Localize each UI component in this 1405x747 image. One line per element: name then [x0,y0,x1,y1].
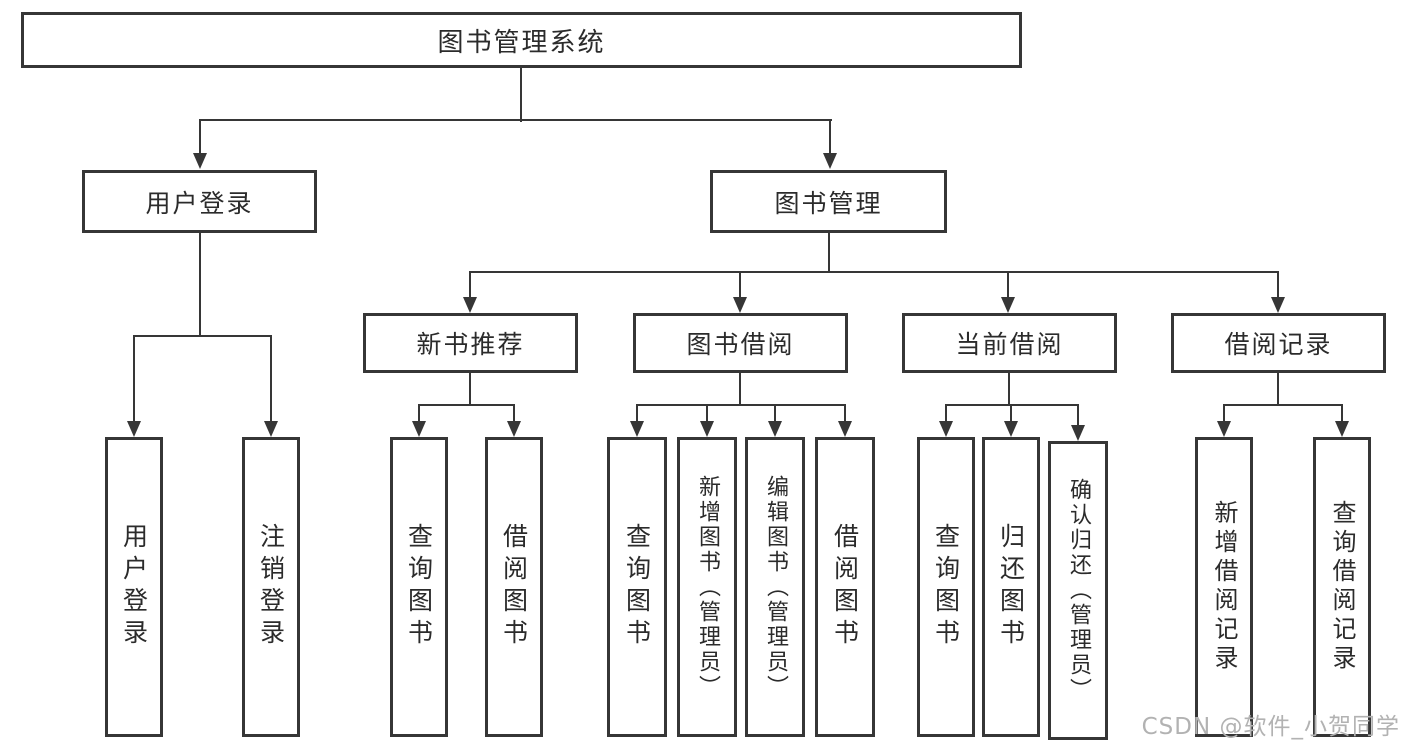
connector-line [945,404,1079,406]
arrow-down-icon [127,421,141,437]
leaf-cb-query-books: 查询图书 [917,437,975,737]
leaf-bb-borrow-books-label: 借阅图书 [830,523,860,651]
leaf-nbr-query-books: 查询图书 [390,437,448,737]
connector-line [739,373,741,406]
node-user-login: 用户登录 [82,170,317,233]
leaf-cb-query-books-label: 查询图书 [931,523,961,651]
arrow-down-icon [507,421,521,437]
connector-line [1277,373,1279,406]
node-book-borrow: 图书借阅 [633,313,848,373]
node-book-borrow-label: 图书借阅 [686,330,795,359]
arrow-down-icon [768,421,782,437]
arrow-down-icon [823,153,837,169]
node-book-management-label: 图书管理 [774,188,883,218]
leaf-bb-edit-books-admin: 编辑图书（管理员） [745,437,805,737]
leaf-br-add-record-label: 新增借阅记录 [1210,500,1238,674]
connector-line [418,404,420,423]
arrow-down-icon [463,297,477,313]
connector-line [520,68,522,122]
leaf-bb-add-books-admin-label: 新增图书（管理员） [695,474,720,700]
connector-line [199,119,832,121]
connector-line [1007,271,1009,299]
connector-line [1341,404,1343,423]
node-new-book-recommend-label: 新书推荐 [416,330,525,359]
leaf-bb-add-books-admin: 新增图书（管理员） [677,437,737,737]
leaf-bb-borrow-books: 借阅图书 [815,437,875,737]
connector-line [636,404,846,406]
connector-line [945,404,947,423]
leaf-nbr-borrow-books-label: 借阅图书 [499,523,529,651]
leaf-user-login-label: 用户登录 [119,523,149,651]
connector-line [1077,404,1079,427]
leaf-cb-confirm-return-admin: 确认归还（管理员） [1048,441,1108,740]
arrow-down-icon [1271,297,1285,313]
leaf-cb-return-books: 归还图书 [982,437,1040,737]
arrow-down-icon [1071,425,1085,441]
leaf-br-query-record-label: 查询借阅记录 [1328,500,1356,674]
arrow-down-icon [412,421,426,437]
connector-line [133,335,135,423]
connector-line [844,404,846,423]
node-new-book-recommend: 新书推荐 [363,313,578,373]
connector-line [199,119,201,155]
leaf-bb-edit-books-admin-label: 编辑图书（管理员） [763,474,788,700]
connector-line [418,404,515,406]
connector-line [1277,271,1279,299]
node-borrow-record: 借阅记录 [1171,313,1386,373]
csdn-watermark: CSDN @软件_小贺同学 [1141,714,1400,740]
connector-line [199,233,201,337]
connector-line [469,271,471,299]
arrow-down-icon [733,297,747,313]
leaf-nbr-borrow-books: 借阅图书 [485,437,543,737]
node-borrow-record-label: 借阅记录 [1224,330,1333,359]
connector-line [270,335,272,423]
node-root-library-system: 图书管理系统 [21,12,1022,68]
arrow-down-icon [1001,297,1015,313]
leaf-bb-query-books: 查询图书 [607,437,667,737]
leaf-nbr-query-books-label: 查询图书 [404,523,434,651]
connector-line [829,119,831,155]
connector-line [1008,373,1010,406]
arrow-down-icon [1217,421,1231,437]
arrow-down-icon [1335,421,1349,437]
connector-line [828,233,830,273]
leaf-cb-confirm-return-admin-label: 确认归还（管理员） [1066,478,1091,703]
node-book-management: 图书管理 [710,170,947,233]
connector-line [739,271,741,299]
arrow-down-icon [700,421,714,437]
connector-line [636,404,638,423]
arrow-down-icon [939,421,953,437]
connector-line [469,271,1279,273]
connector-line [133,335,272,337]
connector-line [706,404,708,423]
leaf-br-add-record: 新增借阅记录 [1195,437,1253,737]
node-user-login-label: 用户登录 [145,188,254,218]
connector-line [513,404,515,423]
connector-line [469,373,471,406]
node-current-borrow-label: 当前借阅 [955,330,1064,359]
leaf-logout: 注销登录 [242,437,300,737]
arrow-down-icon [838,421,852,437]
arrow-down-icon [630,421,644,437]
arrow-down-icon [1004,421,1018,437]
leaf-user-login: 用户登录 [105,437,163,737]
connector-line [1223,404,1343,406]
node-current-borrow: 当前借阅 [902,313,1117,373]
leaf-logout-label: 注销登录 [256,523,286,651]
connector-line [1010,404,1012,423]
leaf-cb-return-books-label: 归还图书 [996,523,1026,651]
connector-line [774,404,776,423]
arrow-down-icon [264,421,278,437]
leaf-br-query-record: 查询借阅记录 [1313,437,1371,737]
connector-line [1223,404,1225,423]
leaf-bb-query-books-label: 查询图书 [622,523,652,651]
node-root-label: 图书管理系统 [437,27,606,58]
arrow-down-icon [193,153,207,169]
